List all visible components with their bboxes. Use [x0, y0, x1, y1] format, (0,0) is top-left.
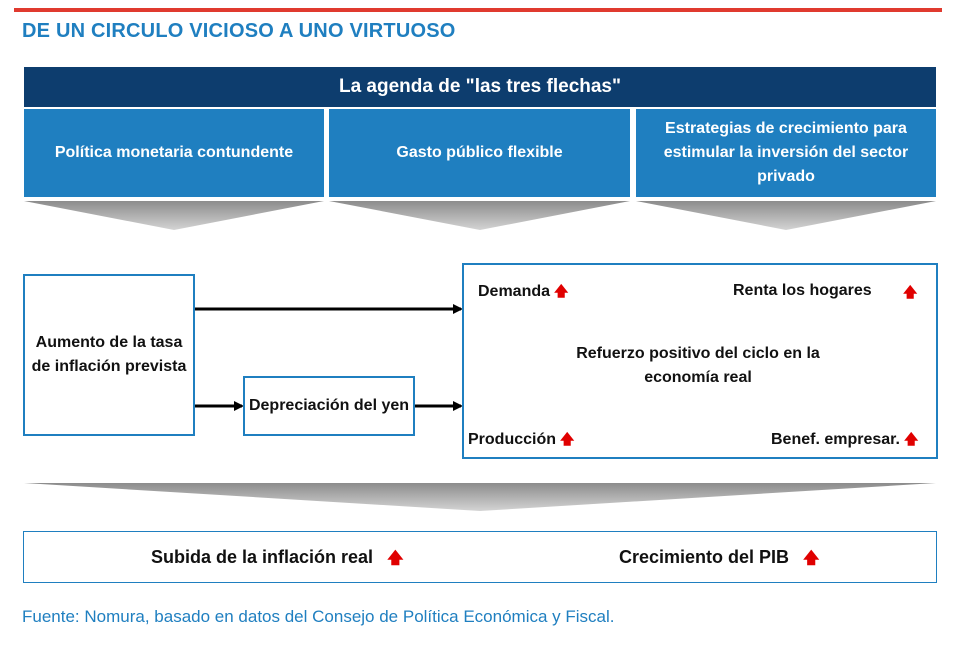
inflation-expectation-box: Aumento de la tasa de inflación prevista [23, 274, 195, 436]
economic-cycle-box [462, 263, 938, 459]
node-demanda: Demanda🡅 [478, 281, 568, 305]
policy-fiscal: Gasto público flexible [329, 109, 630, 197]
source-note: Fuente: Nomura, basado en datos del Cons… [22, 607, 615, 626]
up-arrow-icon: 🡅 [387, 550, 404, 567]
yen-depreciation-box: Depreciación del yen [243, 376, 415, 436]
top-accent-line [14, 8, 942, 12]
node-renta: Renta los hogares [733, 282, 872, 300]
results-box [23, 531, 937, 583]
node-produccion-label: Producción [468, 431, 557, 448]
up-arrow-icon: 🡅 [554, 283, 569, 299]
agenda-header: La agenda de "las tres flechas" [24, 67, 936, 107]
chevron-col2 [329, 201, 630, 230]
up-arrow-icon: 🡅 [803, 550, 820, 567]
node-renta-label: Renta los hogares [733, 282, 872, 299]
ellipse-label: Refuerzo positivo del ciclo en la econom… [576, 345, 820, 386]
result-inflation: Subida de la inflación real 🡅 [151, 547, 404, 574]
page-title: DE UN CIRCULO VICIOSO A UNO VIRTUOSO [22, 20, 456, 42]
node-demanda-label: Demanda [478, 283, 551, 300]
policy-growth: Estrategias de crecimiento para estimula… [636, 109, 936, 197]
chevron-col3 [636, 201, 936, 230]
node-produccion: Producción🡅 [468, 429, 574, 453]
node-beneficio-label: Benef. empresar. [771, 431, 900, 448]
up-arrow-icon: 🡅 [903, 284, 918, 300]
chevron-col1 [24, 201, 324, 230]
result-gdp: Crecimiento del PIB 🡅 [619, 547, 820, 574]
result-gdp-label: Crecimiento del PIB [619, 547, 790, 567]
node-renta-up: 🡅 [903, 282, 917, 306]
up-arrow-icon: 🡅 [903, 431, 919, 447]
node-beneficio: Benef. empresar.🡅 [771, 429, 918, 453]
up-arrow-icon: 🡅 [560, 431, 575, 447]
chevron-results [24, 483, 936, 511]
result-inflation-label: Subida de la inflación real [151, 547, 374, 567]
policy-monetary: Política monetaria contundente [24, 109, 324, 197]
